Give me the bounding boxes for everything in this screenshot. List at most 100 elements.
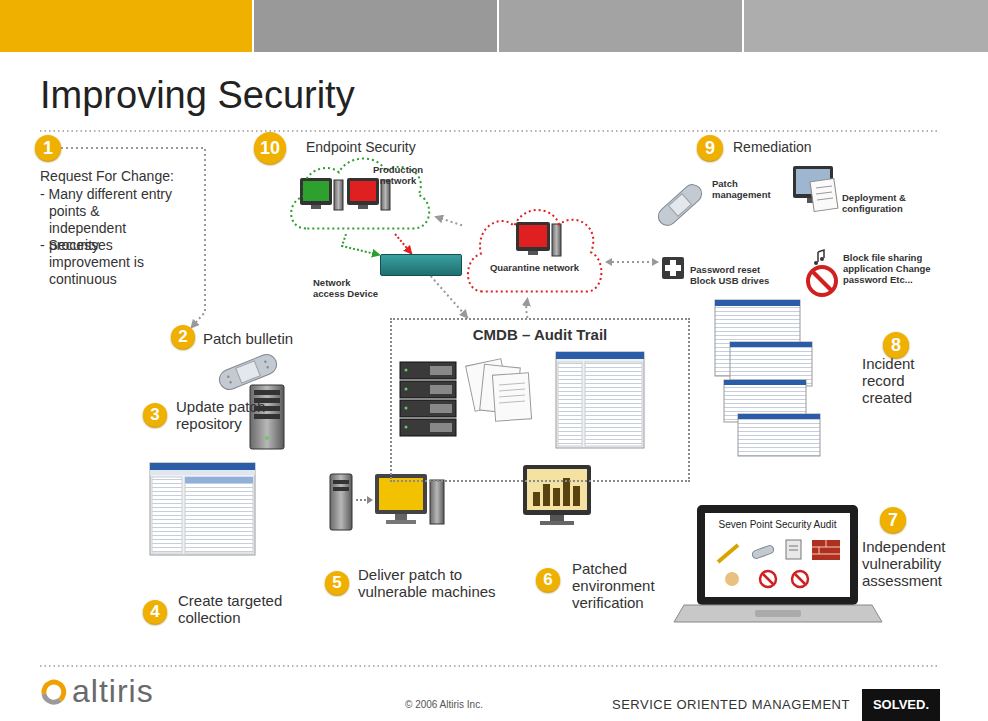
prohibited-icon bbox=[812, 271, 832, 291]
chart-monitor-icon bbox=[550, 515, 564, 521]
laptop-icon bbox=[751, 544, 774, 559]
bandage-icon bbox=[266, 366, 269, 369]
deployment-icon bbox=[793, 166, 838, 212]
logo-mark bbox=[44, 694, 60, 702]
double-arrow bbox=[605, 258, 612, 266]
screenshot-stack-icon bbox=[730, 342, 812, 347]
chart-monitor-icon bbox=[563, 478, 570, 506]
callout-number: 8 bbox=[883, 332, 909, 358]
document-icon bbox=[499, 395, 525, 397]
callout-number: 3 bbox=[143, 403, 167, 427]
divider-line bbox=[40, 130, 940, 132]
laptop-icon bbox=[789, 550, 798, 551]
bandage-icon bbox=[236, 361, 261, 383]
callout-number: 7 bbox=[880, 507, 906, 533]
action-label: Patch management bbox=[712, 178, 782, 200]
screenshot-icon bbox=[152, 477, 182, 553]
server-rack-icon bbox=[430, 385, 452, 394]
server-rack-icon bbox=[405, 388, 408, 391]
step-label: Patch bulletin bbox=[203, 330, 323, 347]
connector-arrow bbox=[435, 216, 462, 225]
note-text: - Security improvement is continuous bbox=[40, 237, 174, 288]
delivery-icon bbox=[379, 478, 423, 510]
laptop-icon bbox=[755, 610, 801, 617]
tagline: SERVICE ORIENTED MANAGEMENT bbox=[612, 697, 852, 712]
step-label: Patched environment verification bbox=[572, 560, 672, 611]
screenshot-stack-icon bbox=[715, 300, 820, 456]
laptop-screen: Seven Point Security Audit bbox=[705, 513, 850, 597]
step-label: Independent vulnerability assessment bbox=[862, 538, 972, 589]
chart-monitor-icon bbox=[527, 469, 587, 510]
page-title: Improving Security bbox=[40, 74, 355, 117]
prohibited-icon bbox=[818, 250, 824, 262]
note-heading: Request For Change: bbox=[40, 168, 205, 185]
screenshot-icon bbox=[185, 477, 253, 483]
pc-icon bbox=[552, 224, 561, 256]
delivery-icon bbox=[430, 480, 444, 524]
screenshot-icon bbox=[558, 362, 582, 446]
screenshot-icon bbox=[150, 463, 255, 470]
header-bar bbox=[0, 0, 252, 52]
server-rack-icon bbox=[430, 404, 452, 413]
bandage-icon bbox=[669, 194, 692, 216]
screenshot-icon bbox=[185, 477, 253, 553]
callout-number: 8 bbox=[883, 332, 909, 358]
document-icon bbox=[492, 373, 531, 421]
screenshot-icon bbox=[150, 463, 255, 555]
step-label: Incident record created bbox=[862, 355, 942, 406]
network-label: Production network bbox=[369, 164, 427, 186]
group-label: Endpoint Security bbox=[306, 139, 456, 156]
deployment-icon bbox=[816, 192, 832, 194]
cloud-outline bbox=[291, 159, 429, 229]
server-rack-icon bbox=[405, 426, 408, 429]
step-label: Create targeted collection bbox=[178, 592, 298, 626]
server-rack-icon bbox=[400, 362, 456, 436]
server-icon bbox=[254, 390, 280, 395]
laptop-icon bbox=[705, 513, 850, 597]
document-icon bbox=[466, 359, 532, 421]
delivery-icon bbox=[333, 487, 349, 491]
action-label: Block file sharing application Change pa… bbox=[843, 252, 948, 285]
header-bar bbox=[0, 0, 988, 52]
header-bar bbox=[744, 0, 988, 52]
connector-arrow bbox=[342, 234, 380, 255]
delivery-icon bbox=[330, 474, 352, 530]
bandage-icon bbox=[655, 181, 706, 229]
chart-monitor-icon bbox=[543, 484, 550, 506]
connector-arrow bbox=[395, 234, 412, 254]
pc-icon bbox=[516, 222, 550, 251]
network-cloud: Production network bbox=[285, 150, 435, 234]
audit-box: CMDB – Audit Trail bbox=[390, 318, 690, 482]
chart-monitor-icon bbox=[573, 486, 580, 506]
delivery-icon bbox=[356, 499, 368, 501]
chart-monitor-icon bbox=[533, 492, 540, 506]
callout-number: 4 bbox=[143, 600, 167, 624]
chart-monitor-icon bbox=[523, 465, 591, 515]
server-rack-icon bbox=[430, 423, 452, 432]
delivery-icon bbox=[375, 474, 427, 514]
screenshot-stack-icon bbox=[738, 414, 820, 419]
laptop-icon bbox=[795, 574, 805, 584]
server-rack-icon bbox=[405, 407, 408, 410]
server-icon bbox=[250, 385, 284, 449]
screenshot-icon bbox=[150, 463, 255, 555]
laptop-icon bbox=[763, 574, 773, 584]
callout-number: 4 bbox=[143, 600, 167, 624]
callout-number: 2 bbox=[171, 325, 195, 349]
screenshot-icon bbox=[556, 352, 644, 448]
deployment-icon bbox=[810, 178, 838, 211]
cloud-outline bbox=[462, 200, 607, 298]
logo-mark bbox=[44, 682, 64, 702]
document-icon bbox=[499, 383, 525, 385]
screenshot-icon bbox=[150, 470, 255, 475]
bandage-icon bbox=[229, 381, 232, 384]
cloud-outline bbox=[468, 210, 601, 292]
callout-number: 2 bbox=[171, 325, 195, 349]
first-aid-icon bbox=[662, 257, 684, 279]
screenshot-stack-icon bbox=[724, 380, 806, 385]
callout-number: 1 bbox=[35, 135, 61, 161]
double-arrow bbox=[652, 258, 659, 266]
action-label: Deployment & configuration bbox=[842, 192, 932, 214]
